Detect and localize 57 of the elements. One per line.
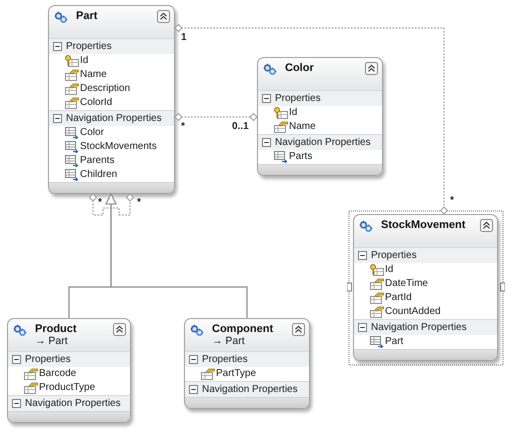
- base-type-label: → Part: [212, 335, 245, 347]
- navigation-property-name: StockMovements: [80, 141, 157, 153]
- entity-title: Color: [285, 62, 314, 74]
- property-name: ProductType: [39, 382, 96, 394]
- navigation-property-name: Parents: [80, 155, 114, 167]
- entity-title: StockMovement: [381, 219, 466, 231]
- property-name: CountAdded: [385, 306, 441, 318]
- navigation-property-name: Parts: [289, 151, 312, 163]
- entity-title: Component: [212, 323, 274, 335]
- property-name: ColorId: [80, 97, 112, 109]
- multiplicity-label: *: [98, 197, 102, 208]
- multiplicity-label: 0..1: [232, 121, 249, 132]
- property-name: Name: [289, 121, 316, 133]
- section-panel: [49, 38, 174, 110]
- section-heading: Navigation Properties: [275, 136, 371, 148]
- base-type-label: → Part: [35, 335, 68, 347]
- entity-title: Part: [76, 10, 98, 22]
- association-line: [174, 24, 448, 214]
- section-panel: [8, 351, 130, 395]
- section-heading: Navigation Properties: [202, 384, 298, 396]
- property-name: Id: [385, 264, 394, 276]
- entity-title: Product: [35, 323, 77, 335]
- section-panel: [258, 90, 382, 134]
- property-name: Id: [80, 55, 88, 67]
- section-panel: [354, 247, 497, 319]
- section-panel: [354, 319, 497, 349]
- section-heading: Navigation Properties: [66, 112, 162, 124]
- property-name: PartId: [385, 292, 412, 304]
- multiplicity-label: 1: [181, 32, 187, 43]
- property-name: Description: [80, 83, 130, 95]
- multiplicity-label: *: [181, 121, 185, 132]
- section-heading: Properties: [25, 354, 71, 366]
- property-name: Name: [80, 69, 107, 81]
- section-heading: Properties: [275, 92, 321, 104]
- inheritance-arrow: [106, 194, 248, 318]
- multiplicity-label: *: [450, 195, 454, 206]
- section-panel: [185, 351, 309, 381]
- property-name: Id: [289, 107, 298, 119]
- property-name: Barcode: [39, 368, 76, 380]
- section-heading: Navigation Properties: [371, 322, 467, 334]
- association-line: [174, 113, 258, 121]
- section-heading: Properties: [371, 250, 417, 262]
- section-heading: Properties: [66, 40, 112, 52]
- navigation-property-name: Color: [80, 127, 104, 139]
- property-name: PartType: [216, 368, 256, 380]
- navigation-property-name: Part: [385, 336, 404, 348]
- section-heading: Properties: [202, 354, 248, 366]
- entity-box: [257, 57, 383, 176]
- entity-box: [7, 318, 131, 423]
- section-panel: [49, 110, 174, 182]
- multiplicity-label: *: [137, 197, 141, 208]
- entity-box: [184, 318, 310, 409]
- section-heading: Navigation Properties: [25, 398, 121, 410]
- navigation-property-name: Children: [80, 169, 118, 181]
- entity-box: [48, 5, 175, 194]
- property-name: DateTime: [385, 278, 428, 290]
- section-panel: [258, 134, 382, 164]
